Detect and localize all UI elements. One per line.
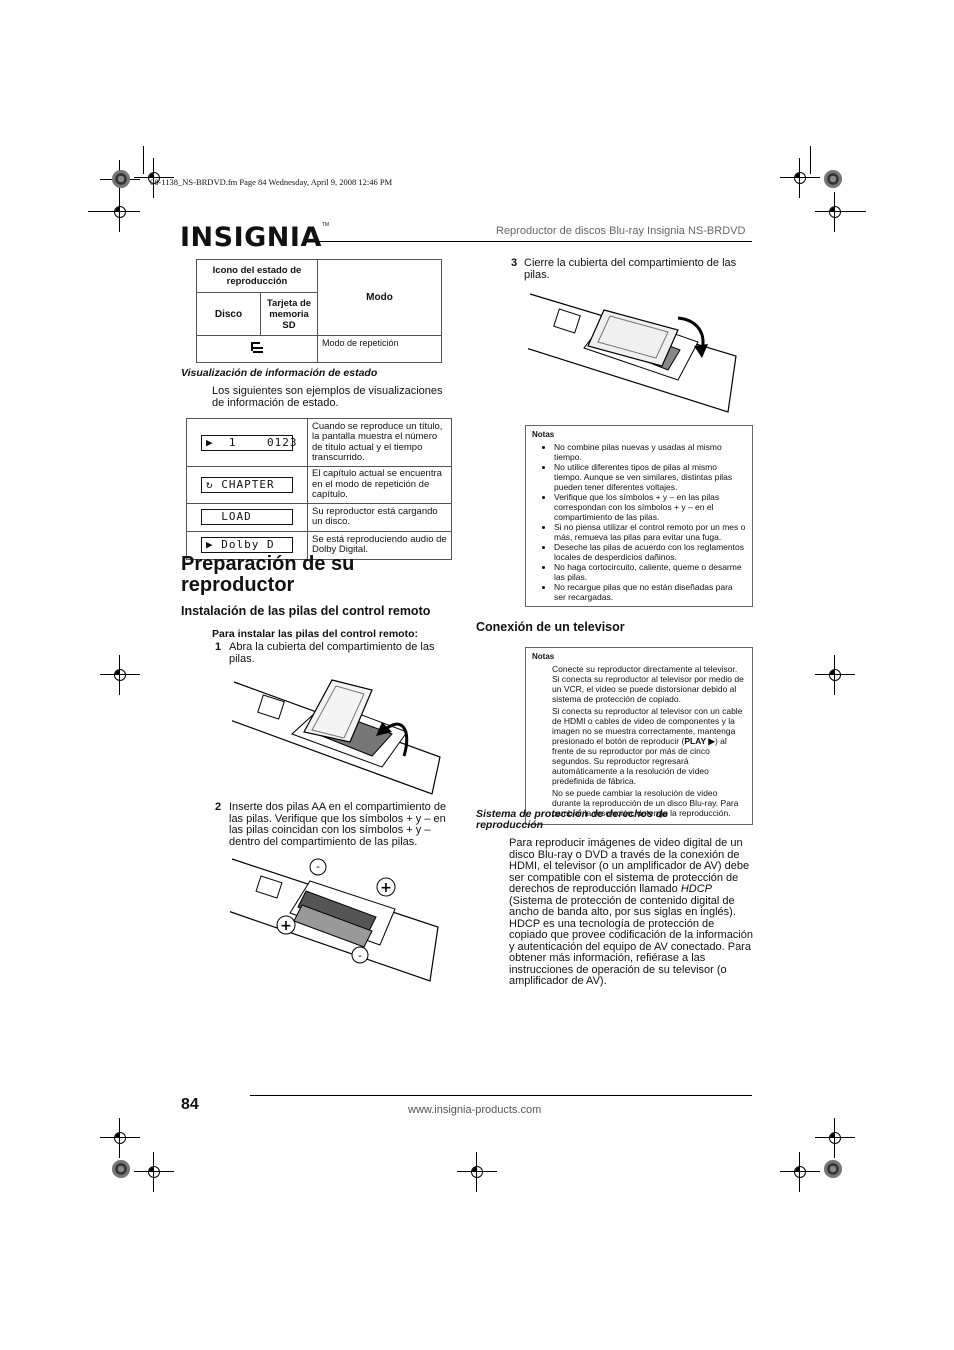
repeat-icon xyxy=(251,341,263,353)
status-desc: Cuando se reproduce un título, la pantal… xyxy=(307,418,452,467)
tv-notes: Notas Conecte su reproductor directament… xyxy=(525,647,753,825)
lcd-display: ↻ CHAPTER xyxy=(201,476,293,493)
step-number: 2 xyxy=(215,801,222,813)
display-cell: ↻ CHAPTER xyxy=(186,466,308,504)
print-info: 08-1138_NS-BRDVD.fm Page 84 Wednesday, A… xyxy=(150,177,393,187)
hdcp-term: HDCP xyxy=(680,883,712,895)
hdcp-text: (Sistema de protección de contenido digi… xyxy=(509,894,753,987)
display-cell: LOAD xyxy=(186,502,308,532)
status-desc: Su reproductor está cargando un disco. xyxy=(307,502,452,532)
mode-table: Icono del estado de reproducción Modo Di… xyxy=(196,259,442,363)
status-desc: Se está reproduciendo audio de Dolby Dig… xyxy=(307,530,452,560)
step-1: 1 Abra la cubierta del compartimiento de… xyxy=(212,641,457,665)
minus-mark: - xyxy=(316,860,320,873)
plus-mark: + xyxy=(280,918,292,934)
running-title: Reproductor de discos Blu-ray Insignia N… xyxy=(496,225,746,237)
note-text: ) al frente de su reproductor por más de… xyxy=(552,736,727,786)
note-item: No recargue pilas que no están diseñadas… xyxy=(554,582,746,602)
th-mode: Modo xyxy=(317,259,442,336)
registration-mark xyxy=(100,1118,140,1158)
step-2: 2 Inserte dos pilas AA en el compartimie… xyxy=(212,801,457,848)
procedure-title: Para instalar las pilas del control remo… xyxy=(212,628,418,640)
crop-mark xyxy=(88,211,118,212)
status-table: ▶ 1 0123 Cuando se reproduce un título, … xyxy=(186,418,452,560)
color-target xyxy=(824,170,842,188)
tv-heading: Conexión de un televisor xyxy=(476,620,625,634)
registration-mark xyxy=(780,1152,820,1192)
crop-mark xyxy=(810,146,811,174)
step-text: Cierre la cubierta del compartimiento de… xyxy=(524,257,737,281)
remote-insert-batteries-illustration: - + + - xyxy=(230,858,439,982)
color-target xyxy=(824,1160,842,1178)
note-item: No utilice diferentes tipos de pilas al … xyxy=(554,462,746,492)
insignia-logo: INSIGNIATM xyxy=(180,222,329,253)
note-paragraph: Conecte su reproductor directamente al t… xyxy=(552,664,744,704)
th-disc: Disco xyxy=(196,292,261,336)
battery-notes: Notas No combine pilas nuevas y usadas a… xyxy=(525,425,753,607)
section-title: Preparación de su reproductor xyxy=(181,553,355,596)
logo-tm: TM xyxy=(321,222,330,228)
plus-mark: + xyxy=(380,880,392,896)
crop-mark xyxy=(836,211,866,212)
color-target xyxy=(112,170,130,188)
registration-mark xyxy=(815,655,855,695)
registration-mark xyxy=(815,192,855,232)
color-target xyxy=(112,1160,130,1178)
note-item: Deseche las pilas de acuerdo con los reg… xyxy=(554,542,746,562)
minus-mark: - xyxy=(358,949,362,962)
hdcp-text: Para reproducir imágenes de video digita… xyxy=(509,837,750,895)
th-icon: Icono del estado de reproducción xyxy=(196,259,318,293)
note-item: Verifique que los símbolos + y – en las … xyxy=(554,492,746,522)
remote-open-cover-illustration xyxy=(232,679,441,795)
registration-mark xyxy=(100,655,140,695)
repeat-mode-cell: Modo de repetición xyxy=(317,335,442,363)
notes-title: Notas xyxy=(532,430,555,439)
lcd-display: LOAD xyxy=(201,509,293,525)
batteries-heading: Instalación de las pilas del control rem… xyxy=(181,604,431,618)
step-3: 3 Cierre la cubierta del compartimiento … xyxy=(509,257,754,281)
step-text: Inserte dos pilas AA en el compartimient… xyxy=(229,801,447,848)
note-paragraph: No se puede cambiar la resolución de vid… xyxy=(552,788,739,818)
remote-close-cover-illustration xyxy=(528,293,737,413)
registration-mark xyxy=(134,1152,174,1192)
display-cell: ▶ 1 0123 xyxy=(186,418,308,467)
status-intro: Los siguientes son ejemplos de visualiza… xyxy=(212,385,443,409)
note-item: No haga cortocircuito, caliente, queme o… xyxy=(554,562,746,582)
th-card: Tarjeta de memoria SD xyxy=(260,292,318,336)
note-item: No combine pilas nuevas y usadas al mism… xyxy=(554,442,746,462)
footer-url: www.insignia-products.com xyxy=(408,1104,542,1116)
footer-rule xyxy=(250,1095,752,1096)
notes-title: Notas xyxy=(532,652,555,661)
step-number: 1 xyxy=(215,641,222,653)
lcd-display: ▶ 1 0123 xyxy=(201,434,296,451)
registration-mark xyxy=(815,1118,855,1158)
step-text: Abra la cubierta del compartimiento de l… xyxy=(229,641,435,665)
logo-text: INSIGNIA xyxy=(180,222,322,253)
crop-mark xyxy=(143,146,144,174)
header-rule xyxy=(310,241,752,242)
display-cell: ▶ Dolby D xyxy=(186,530,308,560)
hdcp-caption: Sistema de protección de derechos de rep… xyxy=(476,808,668,831)
registration-mark xyxy=(457,1152,497,1192)
note-text: Si conecta su reproductor al televisor c… xyxy=(552,706,743,746)
step-number: 3 xyxy=(511,257,518,269)
page-number: 84 xyxy=(181,1096,199,1113)
note-paragraph: Si conecta su reproductor al televisor c… xyxy=(552,706,746,786)
lcd-display: ▶ Dolby D xyxy=(201,537,293,553)
play-button-label: PLAY ▶ xyxy=(684,736,715,746)
note-item: Si no piensa utilizar el control remoto … xyxy=(554,522,746,542)
registration-mark xyxy=(134,158,174,198)
registration-mark xyxy=(780,158,820,198)
repeat-icon-cell xyxy=(196,335,318,363)
status-caption: Visualización de información de estado xyxy=(181,367,378,379)
status-desc: El capítulo actual se encuentra en el mo… xyxy=(307,466,452,504)
hdcp-paragraph: Para reproducir imágenes de video digita… xyxy=(509,837,753,988)
notes-list: No combine pilas nuevas y usadas al mism… xyxy=(532,442,746,602)
registration-mark xyxy=(100,192,140,232)
